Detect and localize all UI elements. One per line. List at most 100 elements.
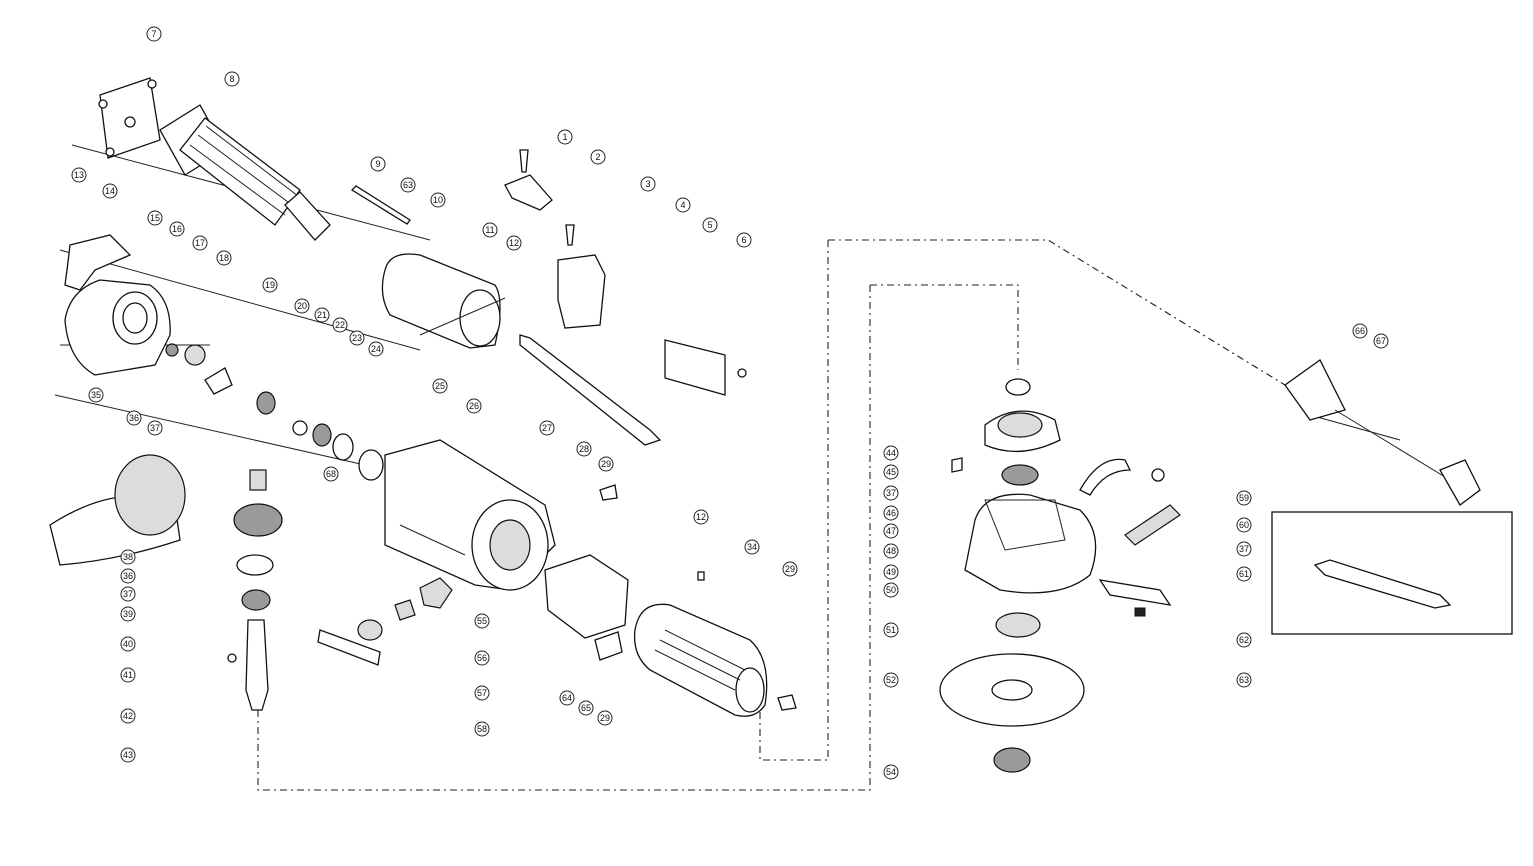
callout-20: 20: [294, 298, 310, 314]
callout-39: 39: [120, 606, 136, 622]
callout-37: 37: [883, 485, 899, 501]
callout-24: 24: [368, 341, 384, 357]
callout-number: 21: [317, 310, 327, 320]
callout-circle: [883, 672, 899, 688]
callout-number: 15: [150, 213, 160, 223]
callout-number: 37: [1239, 544, 1249, 554]
callout-67: 67: [1373, 333, 1389, 349]
callout-circle: [430, 192, 446, 208]
ring-part-44a: [1005, 378, 1031, 396]
callout-number: 9: [375, 159, 380, 169]
callout-circle: [466, 398, 482, 414]
callout-number: 26: [469, 401, 479, 411]
callout-circle: [120, 606, 136, 622]
callout-circle: [1236, 490, 1252, 506]
callout-circle: [640, 176, 656, 192]
callout-circle: [349, 330, 365, 346]
callout-number: 36: [129, 413, 139, 423]
callout-circle: [294, 298, 310, 314]
plate-part-5: [664, 339, 726, 396]
end-plate-part: [98, 77, 161, 159]
callout-29: 29: [597, 710, 613, 726]
spring-part-59: [1079, 458, 1132, 496]
rod-part-27: [519, 334, 662, 446]
callout-circle: [883, 464, 899, 480]
callout-56: 56: [474, 650, 490, 666]
seal-part-46: [1001, 464, 1039, 486]
pin-part-12b: [697, 571, 705, 581]
callout-number: 67: [1376, 336, 1386, 346]
callout-number: 43: [123, 750, 133, 760]
callout-number: 25: [435, 381, 445, 391]
callout-8: 8: [224, 71, 240, 87]
callout-65: 65: [578, 700, 594, 716]
callout-66: 66: [1352, 323, 1368, 339]
callout-circle: [557, 129, 573, 145]
brush-part-56: [394, 599, 416, 621]
callout-number: 50: [886, 585, 896, 595]
callout-circle: [883, 505, 899, 521]
callout-18: 18: [216, 250, 232, 266]
gear-housing-part-15: [64, 279, 171, 376]
callout-circle: [675, 197, 691, 213]
callout-number: 8: [229, 74, 234, 84]
callout-42: 42: [120, 708, 136, 724]
callout-number: 34: [747, 542, 757, 552]
callout-circle: [120, 568, 136, 584]
pin-part-42: [227, 653, 237, 663]
callout-number: 37: [150, 423, 160, 433]
callout-number: 59: [1239, 493, 1249, 503]
callout-circle: [147, 210, 163, 226]
callout-circle: [314, 307, 330, 323]
strip-part-58: [317, 629, 381, 666]
callout-1: 1: [557, 129, 573, 145]
screw-part-45: [951, 457, 963, 473]
callout-29: 29: [782, 561, 798, 577]
callout-circle: [482, 222, 498, 238]
callout-27: 27: [539, 420, 555, 436]
callout-63: 63: [400, 177, 416, 193]
callout-43: 43: [120, 747, 136, 763]
callout-circle: [126, 410, 142, 426]
callout-circle: [474, 613, 490, 629]
callout-number: 54: [886, 767, 896, 777]
callout-47: 47: [883, 523, 899, 539]
field-coil-part: [381, 253, 506, 349]
callout-number: 62: [1239, 635, 1249, 645]
callout-circle: [146, 26, 162, 42]
callout-number: 37: [123, 589, 133, 599]
callout-40: 40: [120, 636, 136, 652]
callout-number: 36: [123, 571, 133, 581]
callout-circle: [883, 764, 899, 780]
callout-52: 52: [883, 672, 899, 688]
bearing-part-40: [241, 589, 271, 611]
callout-37: 37: [1236, 541, 1252, 557]
callout-number: 13: [74, 170, 84, 180]
nut-part-38: [249, 469, 267, 491]
callout-number: 40: [123, 639, 133, 649]
pin-part-6: [737, 368, 747, 378]
callout-16: 16: [169, 221, 185, 237]
callout-48: 48: [883, 543, 899, 559]
callout-circle: [883, 582, 899, 598]
callout-number: 44: [886, 448, 896, 458]
callout-circle: [576, 441, 592, 457]
callout-45: 45: [883, 464, 899, 480]
callout-number: 57: [477, 688, 487, 698]
plate-part-64: [594, 631, 623, 661]
long-screw-part: [350, 185, 411, 225]
callout-37: 37: [120, 586, 136, 602]
callout-10: 10: [430, 192, 446, 208]
callout-circle: [590, 149, 606, 165]
callout-number: 12: [509, 238, 519, 248]
lever-part-14: [64, 234, 132, 291]
callout-13: 13: [71, 167, 87, 183]
callout-number: 7: [151, 29, 156, 39]
callout-circle: [474, 685, 490, 701]
callout-circle: [102, 183, 118, 199]
screw-part-29b: [777, 694, 797, 711]
callout-circle: [332, 317, 348, 333]
callout-circle: [597, 710, 613, 726]
callout-12: 12: [506, 235, 522, 251]
